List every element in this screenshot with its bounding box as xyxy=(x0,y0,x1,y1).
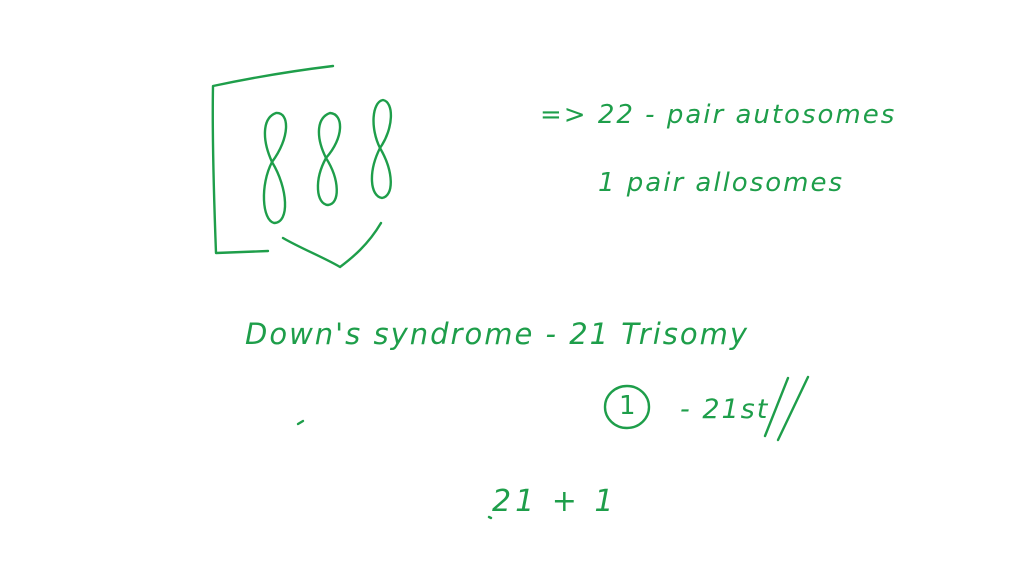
chromosome-figure xyxy=(262,111,288,225)
cell-outline-sketch xyxy=(211,64,383,269)
double-slash-mark xyxy=(763,376,790,438)
chromosome-21st-note: - 21st xyxy=(680,394,770,425)
double-slash-mark xyxy=(776,375,810,442)
downs-syndrome-note: Down's syndrome - 21 Trisomy xyxy=(245,317,750,351)
chromosome-figure xyxy=(370,98,393,200)
autosomes-note: => 22 - pair autosomes xyxy=(540,100,897,130)
stray-dot-mark xyxy=(487,515,493,520)
chromosome-figure xyxy=(316,111,342,207)
allosomes-note: 1 pair allosomes xyxy=(598,168,845,198)
circled-number: 1 xyxy=(619,391,638,421)
circle-mark xyxy=(603,384,651,430)
trisomy-formula: 21 + 1 xyxy=(492,484,618,519)
stray-dot-mark xyxy=(296,419,305,426)
